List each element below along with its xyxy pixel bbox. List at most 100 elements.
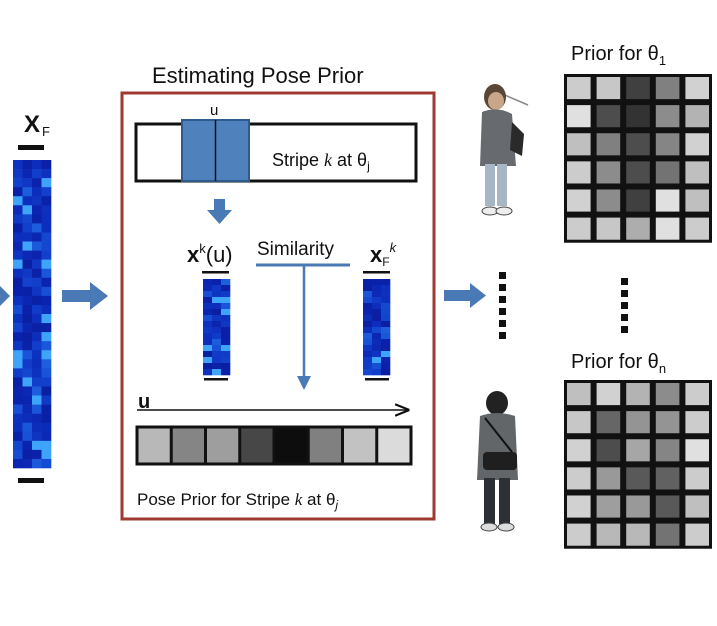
xk-cell: [221, 327, 231, 334]
grid-cell: [685, 467, 709, 490]
feature-cell: [32, 458, 42, 469]
feature-cell: [32, 268, 42, 279]
feature-cell: [22, 205, 33, 215]
grid-cell: [685, 495, 709, 518]
feature-cell: [32, 286, 42, 297]
prior-strip-cell: [241, 428, 273, 463]
xk-cell: [203, 291, 213, 298]
grid-cell: [685, 383, 709, 406]
grid-cell: [567, 467, 591, 490]
feature-cell: [32, 169, 42, 179]
xk-cell: [221, 279, 231, 286]
xf-cell: [363, 279, 373, 286]
feature-cell: [32, 196, 42, 206]
feature-cell: [13, 277, 23, 288]
grid-cell: [626, 133, 650, 156]
feature-cell: [13, 286, 23, 297]
xf-cell: [381, 297, 391, 304]
grid-cell: [567, 383, 591, 406]
feature-cell: [32, 341, 42, 351]
xf-cell: [381, 285, 391, 292]
feature-cell: [41, 205, 52, 215]
xf-label: xFk: [370, 240, 398, 269]
prior-strip-cell: [138, 428, 170, 463]
grid-cell: [685, 161, 709, 184]
xk-cell: [203, 357, 213, 364]
xk-cell: [212, 363, 222, 370]
feature-cell: [41, 395, 52, 405]
feature-cell: [32, 395, 42, 405]
xk-cell: [221, 333, 231, 340]
grid-cell: [655, 161, 680, 184]
feature-cell: [22, 250, 33, 260]
prior-strip-cell: [378, 428, 410, 463]
xf-cell: [363, 333, 373, 340]
xk-cell: [212, 297, 222, 304]
xf-cell: [372, 363, 382, 370]
feature-cell: [22, 395, 33, 405]
xk-cell: [212, 327, 222, 334]
grid-cell: [685, 133, 709, 156]
xf-cell: [381, 303, 391, 310]
grid-border: [564, 74, 712, 243]
grid-cell: [596, 133, 621, 156]
axis-u-label: u: [138, 391, 150, 413]
grid-cell: [655, 439, 680, 462]
feature-cell: [13, 332, 23, 342]
xk-cell: [203, 327, 213, 334]
xf-cell: [363, 363, 373, 370]
xk-cell: [212, 369, 222, 376]
prior-strip-cell: [207, 428, 239, 463]
estimating-frame: [120, 91, 436, 521]
xf-cell: [381, 345, 391, 352]
feature-cell: [22, 160, 33, 170]
xf-column-heatmap: [363, 279, 391, 376]
grid-cell: [685, 439, 709, 462]
feature-cell: [32, 277, 42, 288]
feature-cell: [13, 223, 23, 233]
grid-cell: [567, 161, 591, 184]
grid-cell: [655, 217, 680, 240]
feature-cell: [13, 395, 23, 405]
xf-cell: [381, 279, 391, 286]
xk-cell: [212, 315, 222, 322]
xk-cell: [221, 339, 231, 346]
feature-cell: [41, 160, 52, 170]
xf-cell: [372, 357, 382, 364]
xf-cell: [372, 333, 382, 340]
xf-cell: [363, 339, 373, 346]
feature-cell: [22, 259, 33, 270]
grid-cell: [685, 523, 709, 546]
feature-cell: [22, 431, 33, 442]
feature-cell: [41, 259, 52, 270]
xk-cell: [203, 363, 213, 370]
xf-cell: [372, 309, 382, 316]
grid-cell: [655, 467, 680, 490]
similarity-arrow: [256, 263, 350, 390]
prior-strip-cell: [172, 428, 204, 463]
grid-cell: [596, 411, 621, 434]
feature-cell: [13, 350, 23, 360]
xf-cell: [363, 309, 373, 316]
grid-cell: [596, 105, 621, 128]
xk-cell: [221, 285, 231, 292]
feature-cell: [41, 196, 52, 206]
arrow-into-box: [62, 282, 108, 310]
grid-cell: [596, 467, 621, 490]
xk-cell: [221, 351, 231, 358]
xk-cell: [203, 315, 213, 322]
feature-cell: [32, 160, 42, 170]
grid-cell: [596, 189, 621, 212]
grid-cell: [655, 383, 680, 406]
xk-cell: [212, 351, 222, 358]
similarity-label: Similarity: [257, 239, 335, 260]
xk-cell: [221, 321, 231, 328]
feature-cell: [13, 250, 23, 260]
feature-cell: [22, 241, 33, 251]
xf-cell: [363, 315, 373, 322]
feature-cell: [22, 314, 33, 324]
feature-cell: [13, 196, 23, 206]
grid-cell: [596, 217, 621, 240]
feature-cell: [41, 268, 52, 279]
grid-cell: [596, 495, 621, 518]
